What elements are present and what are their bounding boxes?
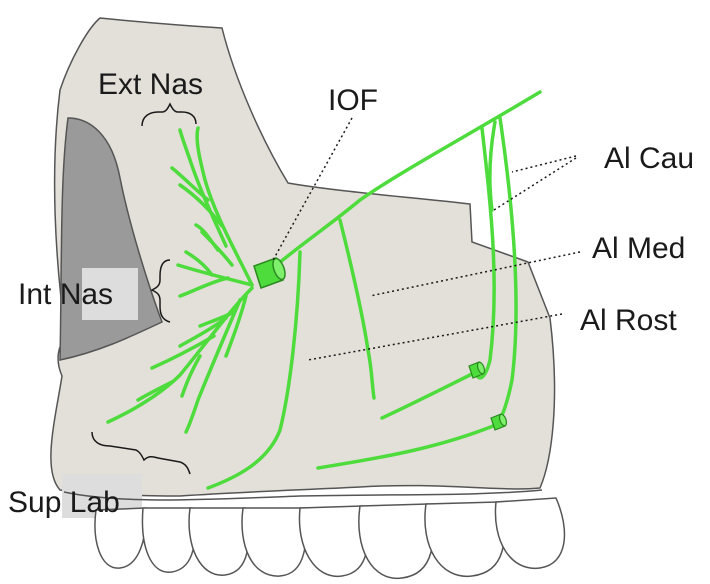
tooth (242, 508, 306, 576)
label-ext-nas: Ext Nas (98, 68, 203, 101)
label-al-med: Al Med (592, 232, 685, 265)
tooth (495, 498, 564, 568)
tooth (142, 508, 194, 572)
label-iof: IOF (328, 84, 378, 117)
tooth (425, 502, 504, 576)
tooth (189, 508, 248, 575)
tooth (299, 506, 367, 576)
label-int-nas: Int Nas (18, 278, 113, 311)
label-al-rost: Al Rost (580, 304, 677, 337)
label-sup-lab: Sup Lab (8, 486, 120, 519)
teeth-row (95, 498, 564, 578)
tooth (359, 504, 433, 578)
label-al-cau: Al Cau (604, 142, 694, 175)
